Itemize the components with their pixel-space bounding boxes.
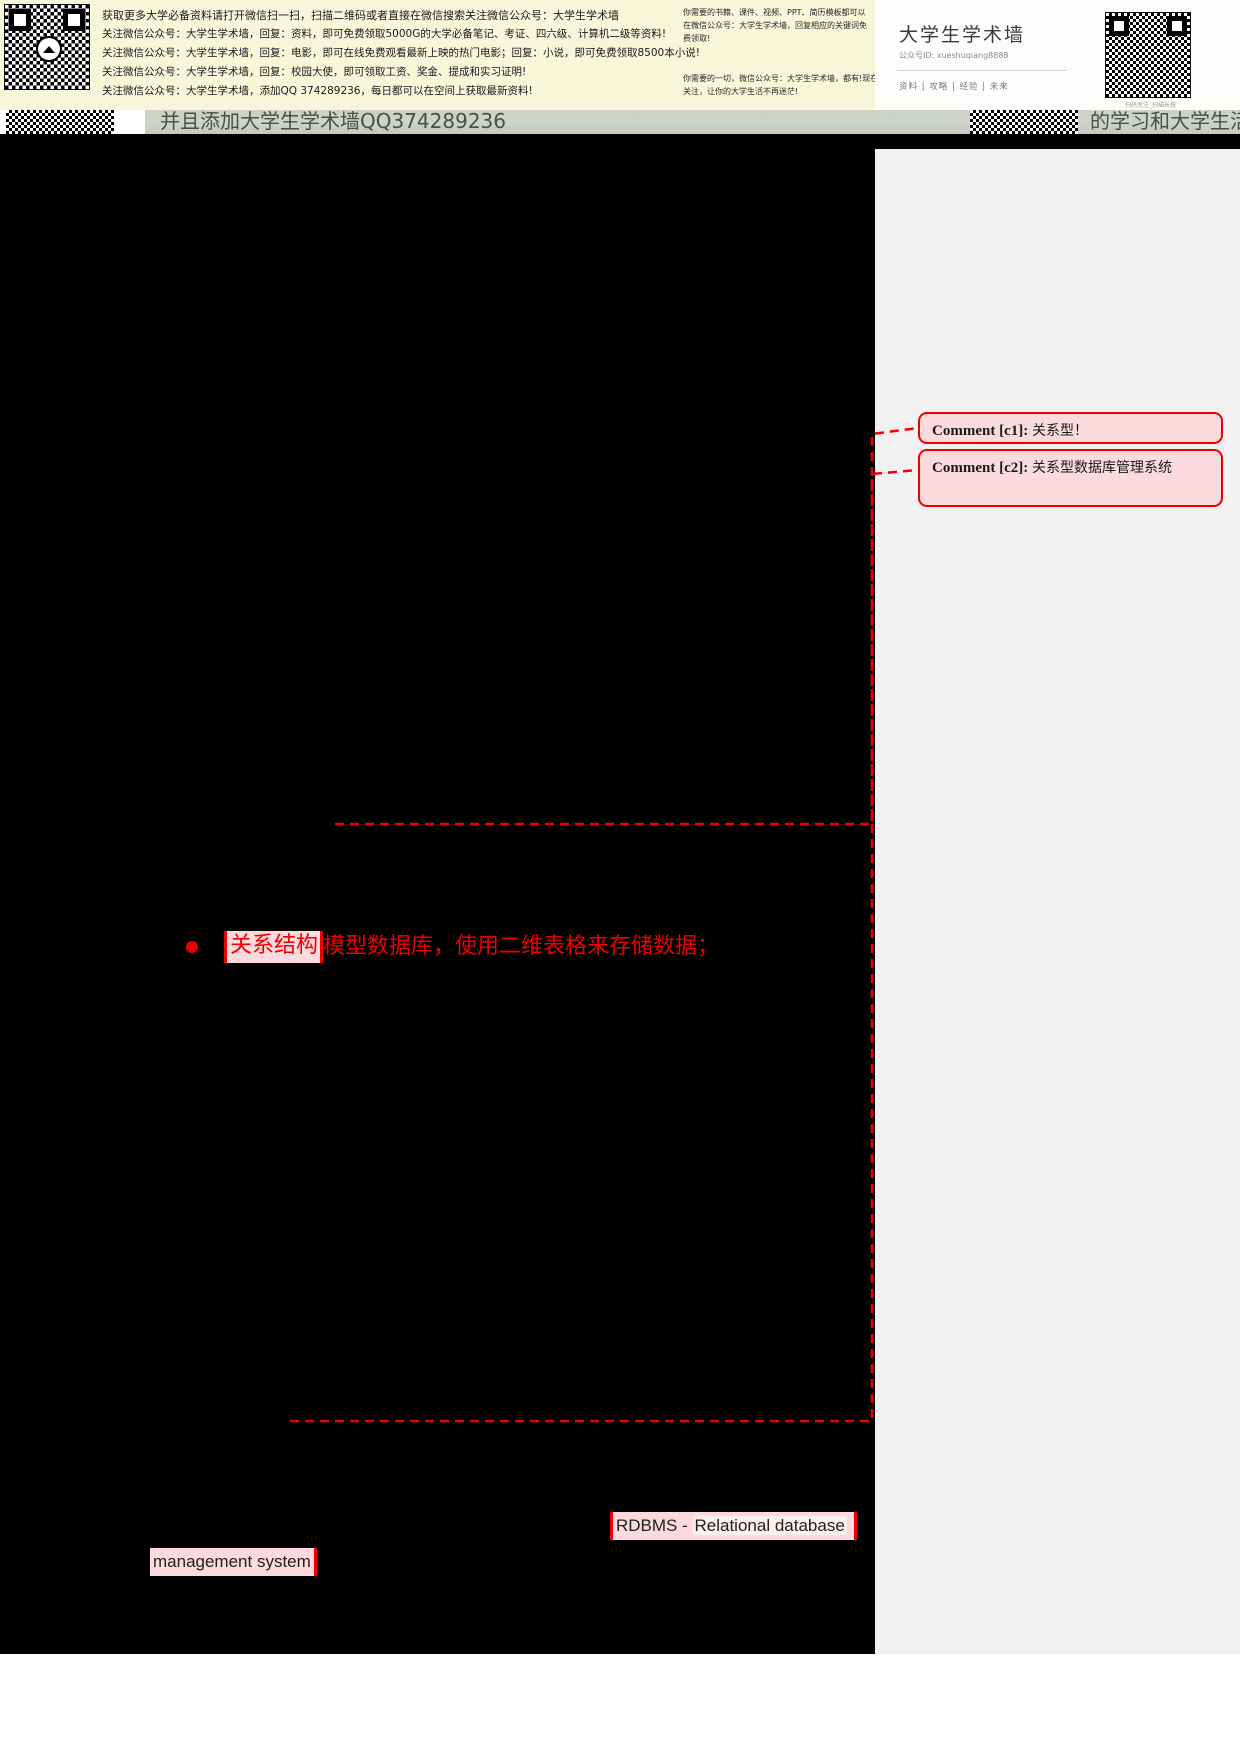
- document-page: Comment [c1]: 关系型！ Comment [c2]: 关系型数据库管…: [0, 134, 1240, 1654]
- annotated-phrase-line-2[interactable]: management system: [150, 1548, 317, 1576]
- comment-text: 关系型数据库管理系统: [1031, 460, 1172, 476]
- promo-line: 关注微信公众号：大学生学术墙，回复：校园大使，即可领取工资、奖金、提成和实习证明…: [102, 66, 527, 78]
- highlighted-term-c1[interactable]: 关系结构: [224, 931, 324, 963]
- promo-card-subtitle: 公众号ID: xueshuqiang8888: [899, 51, 1009, 60]
- qr-code-icon: [1105, 12, 1191, 98]
- promo-card-footer: 扫码关注_扫描长按: [1125, 102, 1177, 109]
- promo-banner: 获取更多大学必备资料请打开微信扫一扫，扫描二维码或者直接在微信搜索关注微信公众号…: [0, 0, 1240, 110]
- comment-callout-c2[interactable]: Comment [c2]: 关系型数据库管理系统: [918, 449, 1223, 507]
- comment-text: 关系型！: [1031, 423, 1088, 439]
- qr-code-icon: [4, 4, 90, 90]
- paragraph-text: 模型数据库，使用二维表格来存储数据；: [323, 934, 720, 959]
- divider: [897, 70, 1067, 71]
- promo-card-tags: 资料 | 攻略 | 经验 | 未来: [899, 82, 1009, 92]
- phrase-acronym: RDBMS -: [616, 1516, 693, 1535]
- promo-text-block: 获取更多大学必备资料请打开微信扫一扫，扫描二维码或者直接在微信搜索关注微信公众号…: [102, 6, 712, 101]
- promo-line: 获取更多大学必备资料请打开微信扫一扫，扫描二维码或者直接在微信搜索关注微信公众号…: [102, 9, 619, 22]
- promo-line: 关注微信公众号：大学生学术墙，回复：电影，即可在线免费观看最新上映的热门电影；回…: [102, 47, 700, 59]
- promo-secondary-text: 你需要的书籍、课件、视频、PPT、简历模板都可以在微信公众号：大学生学术墙，回复…: [683, 8, 867, 43]
- annotated-phrase-line-1[interactable]: RDBMS - Relational database: [610, 1512, 857, 1540]
- promo-card-title: 大学生学术墙: [899, 24, 1026, 46]
- bullet-point-icon: [186, 941, 198, 953]
- comment-margin-pane: [875, 149, 1240, 1654]
- promo-line: 关注微信公众号：大学生学术墙，回复：资料，即可免费领取5000G的大学必备笔记、…: [102, 28, 667, 40]
- strip-text-left: 并且添加大学生学术墙QQ374289236: [160, 109, 507, 131]
- comment-label: Comment [c2]:: [932, 460, 1029, 476]
- qr-center-logo-icon: [36, 36, 62, 62]
- strip-text-right: 的学习和大学生活！: [1090, 109, 1240, 131]
- promo-card: 大学生学术墙 公众号ID: xueshuqiang8888 资料 | 攻略 | …: [875, 0, 1240, 110]
- comment-label: Comment [c1]:: [932, 423, 1029, 439]
- promo-line: 关注微信公众号：大学生学术墙，添加QQ 374289236，每日都可以在空间上获…: [102, 85, 533, 97]
- comment-callout-c1[interactable]: Comment [c1]: 关系型！: [918, 412, 1223, 444]
- bulleted-paragraph: 关系结构 模型数据库，使用二维表格来存储数据；: [186, 931, 719, 963]
- phrase-expansion: Relational database: [692, 1516, 847, 1535]
- promo-tertiary-text: 你需要的一切，微信公众号：大学生学术墙，都有!现在关注，让你的大学生活不再迷茫!: [683, 74, 879, 96]
